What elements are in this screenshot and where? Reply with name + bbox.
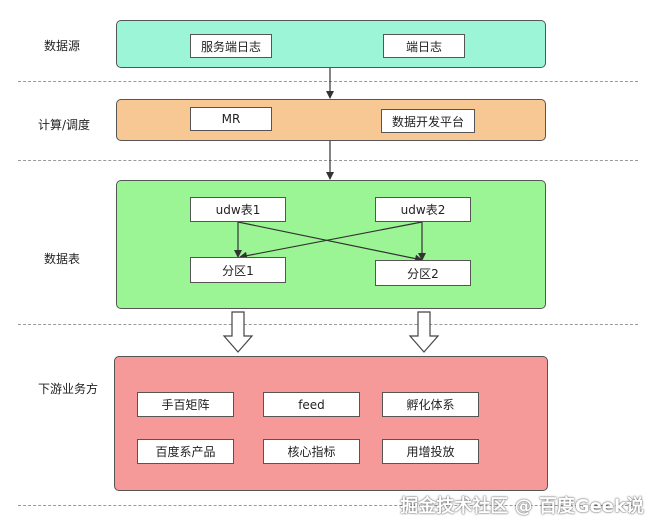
row-divider-1 [18,81,638,82]
row-label-downstream: 下游业务方 [38,382,99,396]
node-core-metrics: 核心指标 [263,439,360,464]
node-dev-platform: 数据开发平台 [381,109,475,133]
row-divider-3 [18,324,638,325]
node-incubation: 孵化体系 [382,392,479,417]
node-udw-table-1: udw表1 [190,197,286,222]
node-partition-1: 分区1 [190,257,286,283]
row-label-compute: 计算/调度 [38,118,91,132]
layer-compute [116,99,546,141]
watermark: 掘金技术社区 @ 百度Geek说 [400,496,644,517]
node-udw-table-2: udw表2 [375,197,471,222]
node-shoubai-matrix: 手百矩阵 [137,392,234,417]
node-user-growth: 用增投放 [382,439,479,464]
node-baidu-products: 百度系产品 [137,439,234,464]
block-arrow-right [408,311,440,353]
layer-source [116,20,546,68]
node-feed: feed [263,392,360,417]
row-label-source: 数据源 [44,39,81,53]
node-client-log: 端日志 [383,34,465,58]
node-partition-2: 分区2 [375,260,471,286]
row-divider-2 [18,160,638,161]
layer-downstream [114,356,548,491]
row-label-tables: 数据表 [44,252,81,266]
node-mr: MR [190,107,272,131]
block-arrow-left [222,311,254,353]
node-server-log: 服务端日志 [190,34,272,58]
row-divider-4 [18,505,638,506]
layer-tables [116,180,546,309]
